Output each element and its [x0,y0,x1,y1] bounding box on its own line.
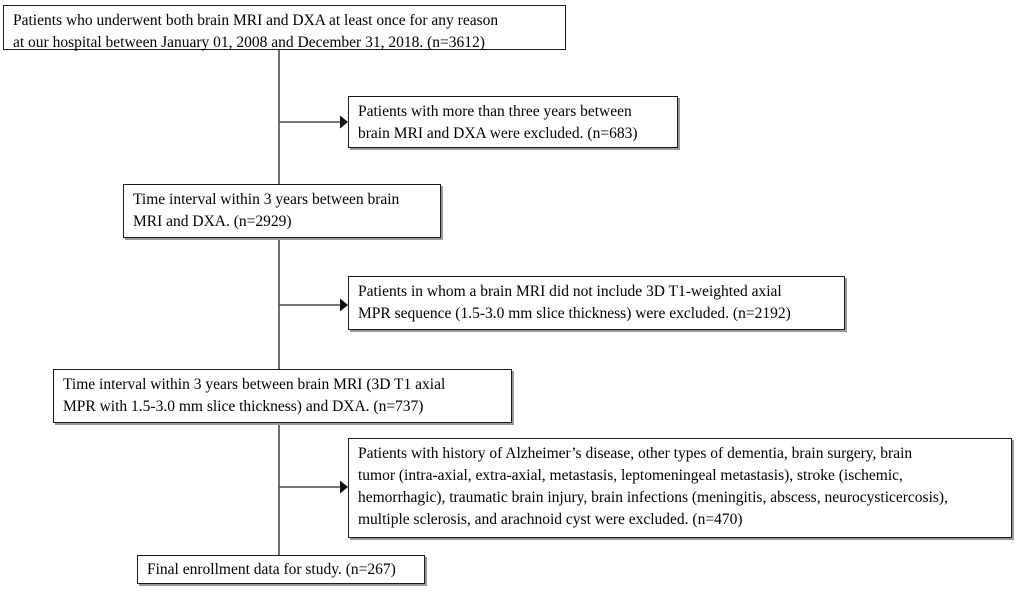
node-interval-with-sequence: Time interval within 3 years between bra… [53,369,512,423]
node-exclusion-comorbidity: Patients with history of Alzheimer’s dis… [348,438,1012,538]
branch-arrowhead-3 [340,480,348,494]
node-final-enrollment: Final enrollment data for study. (n=267) [137,555,425,584]
node-exclusion-interval: Patients with more than three years betw… [348,96,678,148]
branch-arrowhead-2 [340,298,348,312]
node-source-population: Patients who underwent both brain MRI an… [3,5,566,51]
branch-arrowhead-1 [340,115,348,129]
node-interval-within-3y: Time interval within 3 years between bra… [123,184,441,238]
node-exclusion-sequence: Patients in whom a brain MRI did not inc… [348,276,845,330]
